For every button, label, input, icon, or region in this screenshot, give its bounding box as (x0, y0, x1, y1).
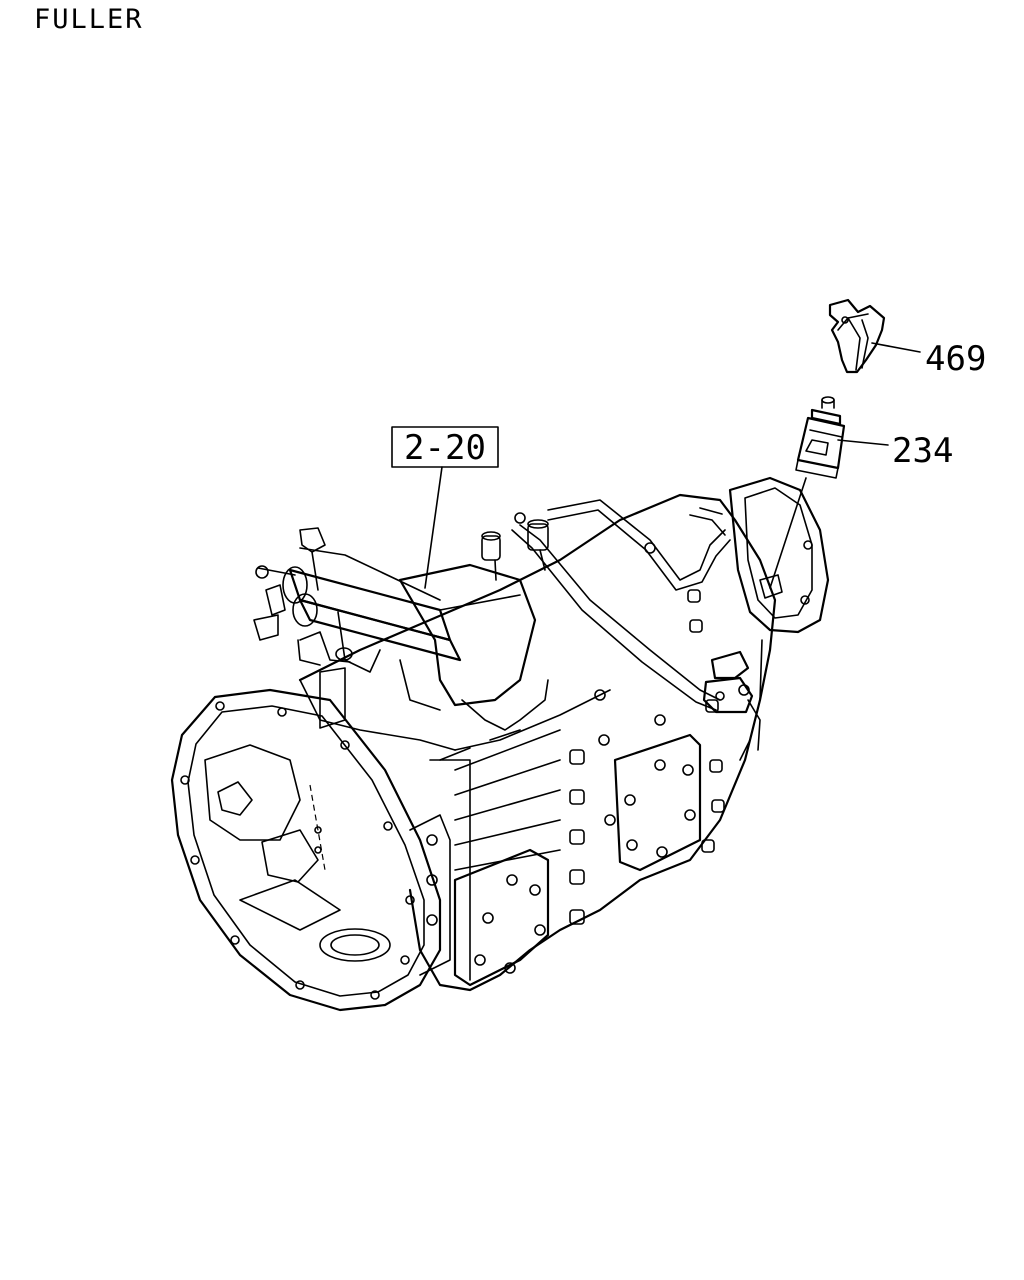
rear-valve[interactable] (702, 650, 754, 714)
transmission-assembly[interactable] (170, 476, 830, 1012)
brand-label: FULLER (34, 4, 144, 35)
callout-2-20-box (391, 426, 499, 468)
right-bolt-row (644, 542, 725, 853)
callout-234-leader (837, 439, 889, 446)
bell-bolts (180, 701, 415, 1000)
shift-cylinders[interactable] (253, 527, 462, 711)
callout-2-20-leader (424, 466, 443, 589)
part-234-sensor[interactable] (795, 396, 846, 479)
part-469-clip[interactable] (828, 298, 886, 374)
callout-2-20-label: 2-20 (404, 428, 486, 468)
callout-469[interactable]: 469 (871, 339, 986, 379)
callout-234-label: 234 (892, 431, 953, 471)
air-lines (511, 499, 731, 711)
callout-469-leader (871, 342, 921, 353)
callout-2-20[interactable]: 2-20 (391, 426, 499, 589)
callout-469-label: 469 (925, 339, 986, 379)
center-bolt-row (569, 689, 616, 925)
sensor-mount-leader (769, 477, 807, 589)
output-flange[interactable] (728, 476, 830, 761)
callout-234[interactable]: 234 (837, 431, 953, 471)
